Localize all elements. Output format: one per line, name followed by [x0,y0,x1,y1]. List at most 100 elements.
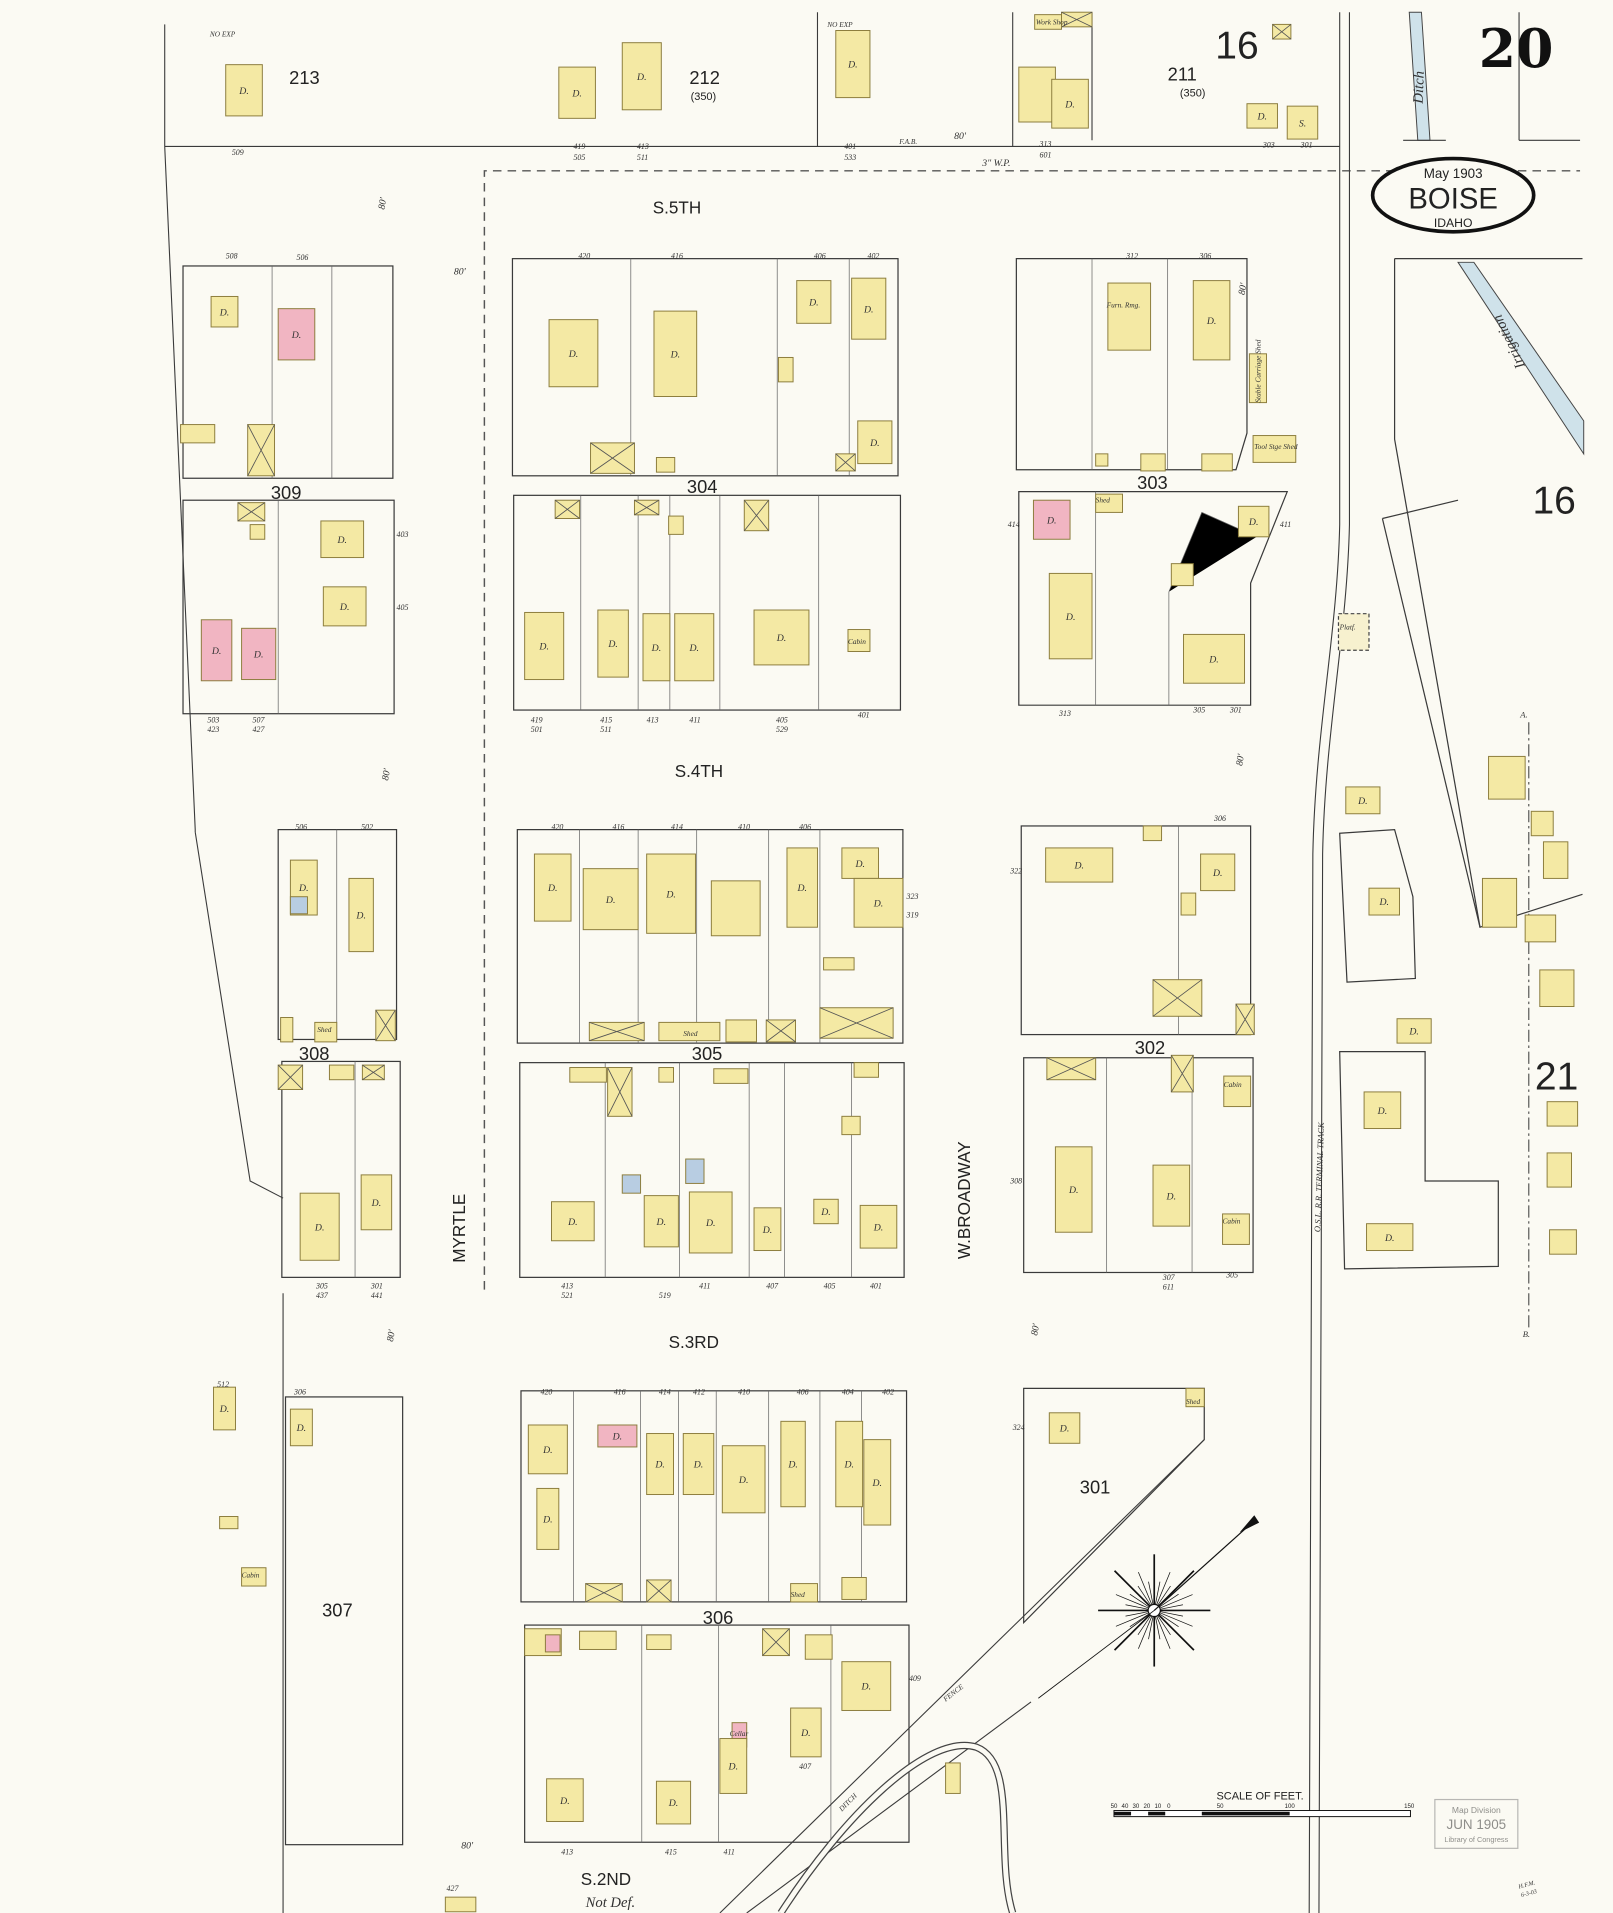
building-label: D. [219,1404,229,1415]
building-label: D. [1073,861,1083,872]
building-label: D. [738,1475,748,1486]
svg-text:Shed: Shed [683,1029,698,1038]
svg-text:80': 80' [454,267,467,278]
address-number: 506 [296,253,308,262]
frame-building [841,1661,892,1711]
platform [1337,613,1370,651]
crossed-shed-mark [554,499,580,519]
street-s5: S.5TH [653,199,701,218]
frame-building [225,64,263,117]
frame-building [753,1207,782,1252]
frame-building [719,1738,748,1794]
svg-text:May 1903: May 1903 [1424,166,1483,181]
block-numbers: 213 212 (350) 211 (350) 309 304 303 308 … [271,64,1206,1628]
brick-building [1032,499,1071,540]
scale-tick-label: 20 [1144,1803,1151,1810]
frame-building [713,1068,749,1084]
crossed-shed-mark [1170,1055,1194,1093]
frame-building [1237,505,1270,538]
address-number: 420 [541,1387,553,1396]
building-label: D. [253,650,263,661]
building-label: D. [605,895,615,906]
crossed-shed-mark [819,1007,894,1039]
creek [777,1741,1017,1913]
frame-building [1183,633,1246,684]
svg-text:(350): (350) [1180,87,1206,99]
building-label: D. [567,1217,577,1228]
building-label: D. [612,1432,622,1443]
scale-tick-label: 40 [1122,1803,1129,1810]
crossed-shed-mark [247,424,275,477]
address-number: 420 [578,252,590,261]
svg-text:(350): (350) [691,91,717,103]
brick-building [277,308,316,361]
frame-building [945,1762,961,1794]
building-label: D. [1378,897,1388,908]
crossed-shed-mark [1061,11,1093,28]
railroad-track [1308,12,1341,1913]
frame-building [597,609,629,678]
building-label: D. [872,1478,882,1489]
building-label: D. [689,643,699,654]
frame-building [579,1630,617,1650]
address-number: 413 [647,715,659,724]
address-number: 416 [614,1387,626,1396]
frame-building [322,586,367,627]
building-label: D. [1212,868,1222,879]
crossed-shed-mark [1152,979,1203,1017]
frame-building [646,1634,672,1650]
buildings: D.D.D.D.D.D.S.D.D.D.D.D.D.D.D.D.D.D.D.D.… [180,11,1579,1913]
address-number: 411 [699,1281,710,1290]
building-label: D. [636,72,646,83]
address-number: 502 [361,823,373,832]
address-number: 419 [531,715,543,724]
building-label: D. [538,642,548,653]
scale-tick-label: 100 [1285,1803,1296,1810]
address-number: 512 [217,1380,229,1389]
adjoining-sheet-top: 16 [1215,25,1258,68]
frame-building [857,420,893,465]
frame-building [655,457,676,473]
frame-building [653,310,698,397]
building-label: D. [355,911,365,922]
frame-building [1363,1091,1402,1130]
crossed-shed-mark [590,442,635,474]
frame-building [1095,493,1123,513]
frame-building [249,524,266,540]
building-label: D. [668,1798,678,1809]
frame-building [1481,877,1518,928]
building-label: D. [1046,515,1056,526]
address-number: 401 [858,710,870,719]
svg-text:Furn. Rmg.: Furn. Rmg. [1106,300,1141,309]
address-number: 529 [776,725,788,734]
building-label: D. [371,1198,381,1209]
block-211: 211 [1168,64,1197,85]
block-306: 306 [703,1607,734,1628]
building-label: D. [559,1796,569,1807]
svg-text:80': 80' [380,767,393,781]
address-number: 503 [207,715,219,724]
building-label: D. [1064,99,1074,110]
frame-building [1246,103,1278,129]
crossed-shed-mark [237,502,266,522]
svg-text:80': 80' [376,196,389,210]
frame-building [1142,825,1163,842]
street-s2: S.2ND [581,1870,631,1889]
frame-building [859,1204,898,1249]
svg-text:Shed: Shed [317,1025,332,1034]
svg-text:Shed: Shed [1096,496,1111,505]
frame-building [796,280,832,324]
crossed-shed-mark [362,1064,385,1081]
adjoining-sheet-right: 16 [1532,480,1575,523]
building-label: D. [854,859,864,870]
building-label: D. [238,86,248,97]
address-number: 521 [561,1291,573,1300]
block-303: 303 [1137,472,1168,493]
address-number: 306 [1198,252,1211,261]
address-number: 409 [909,1674,921,1683]
crossed-shed-mark [1046,1057,1096,1081]
compass-ray [1153,1571,1171,1611]
building-label: D. [1384,1233,1394,1244]
building-label: D. [547,883,557,894]
address-number: 312 [1125,252,1138,261]
